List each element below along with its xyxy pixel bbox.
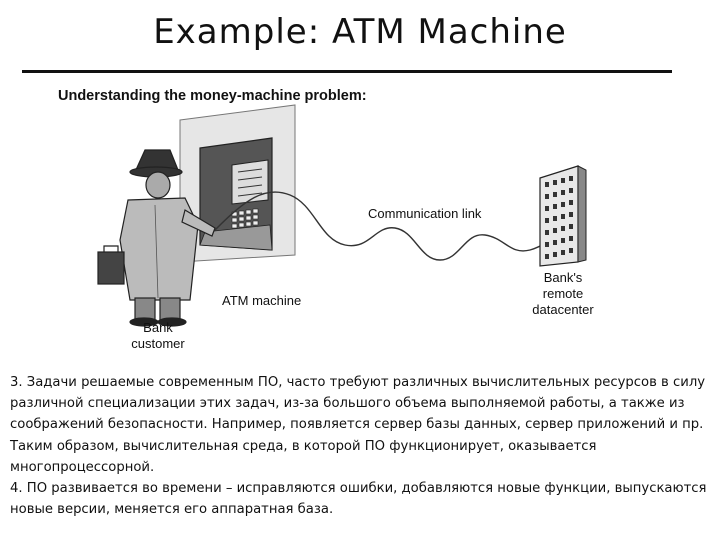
customer-label-line1: Bank <box>110 320 206 336</box>
atm-machine-label: ATM machine <box>222 293 301 309</box>
datacenter-label: Bank's remote datacenter <box>508 270 618 318</box>
datacenter-label-line2: remote <box>508 286 618 302</box>
datacenter-label-line1: Bank's <box>508 270 618 286</box>
body-paragraph-4: 4. ПО развивается во времени – исправляю… <box>10 478 710 520</box>
datacenter-building <box>540 166 586 266</box>
datacenter-label-line3: datacenter <box>508 302 618 318</box>
body-paragraph-3: 3. Задачи решаемые современным ПО, часто… <box>10 372 710 478</box>
customer-label: Bank customer <box>110 320 206 352</box>
communication-link-label: Communication link <box>368 206 481 222</box>
body-text: 3. Задачи решаемые современным ПО, часто… <box>10 372 710 520</box>
customer-label-line2: customer <box>110 336 206 352</box>
atm-illustration <box>180 105 295 262</box>
